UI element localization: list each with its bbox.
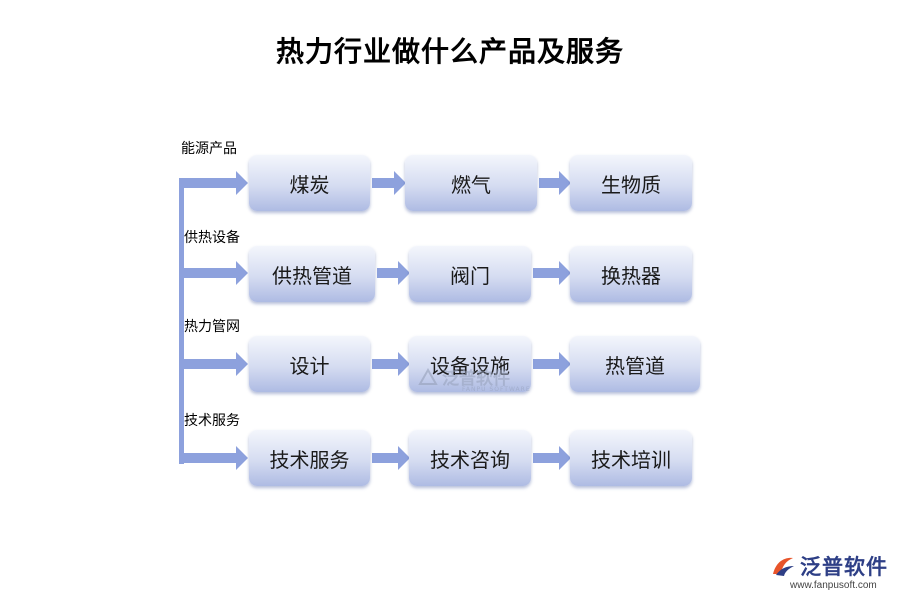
arrow-tech-service-to-consulting: [372, 446, 410, 470]
watermark-text: 泛普软件: [442, 369, 510, 389]
arrow-coal-to-gas: [372, 171, 406, 195]
arrows-group: [181, 171, 571, 470]
arrow-consulting-to-training: [533, 446, 571, 470]
arrow-spine-to-design: [181, 352, 248, 376]
node-heat-exchanger: 换热器: [570, 246, 692, 302]
brand-logo-text: 泛普软件: [800, 555, 888, 579]
node-heat-pipe: 热管道: [570, 336, 700, 392]
arrow-gas-to-biomass: [539, 171, 571, 195]
fanpu-logo-icon: [773, 557, 794, 576]
spine-line: [179, 178, 184, 464]
arrow-spine-to-coal: [181, 171, 248, 195]
arrow-spine-to-tech-service: [181, 446, 248, 470]
arrow-valve-to-heat-exchanger: [533, 261, 571, 285]
page-title: 热力行业做什么产品及服务: [275, 35, 624, 68]
brand-url: www.fanpusoft.com: [790, 580, 877, 591]
node-design: 设计: [249, 336, 370, 392]
brand-logo: 泛普软件: [770, 551, 888, 581]
arrow-facilities-to-heat-pipe: [533, 352, 571, 376]
node-tech-service: 技术服务: [249, 430, 370, 486]
node-tech-consulting: 技术咨询: [409, 430, 531, 486]
row-label-heat-network: 热力管网: [184, 319, 240, 335]
arrow-design-to-facilities: [372, 352, 410, 376]
watermark-logo-icon: [418, 367, 438, 385]
node-biomass: 生物质: [570, 155, 692, 211]
arrow-spine-to-heating-pipe: [181, 261, 248, 285]
watermark-subtext: FANPU SOFTWARE: [462, 386, 531, 393]
arrow-heating-pipe-to-valve: [377, 261, 410, 285]
node-gas: 燃气: [405, 155, 537, 211]
node-heating-pipe: 供热管道: [249, 246, 375, 302]
row-label-energy: 能源产品: [181, 141, 237, 157]
node-coal: 煤炭: [249, 155, 370, 211]
watermark: 泛普软件: [418, 364, 510, 389]
row-label-heating-equipment: 供热设备: [184, 230, 240, 246]
node-tech-training: 技术培训: [570, 430, 692, 486]
node-valve: 阀门: [409, 246, 531, 302]
row-label-tech-service: 技术服务: [184, 413, 240, 429]
